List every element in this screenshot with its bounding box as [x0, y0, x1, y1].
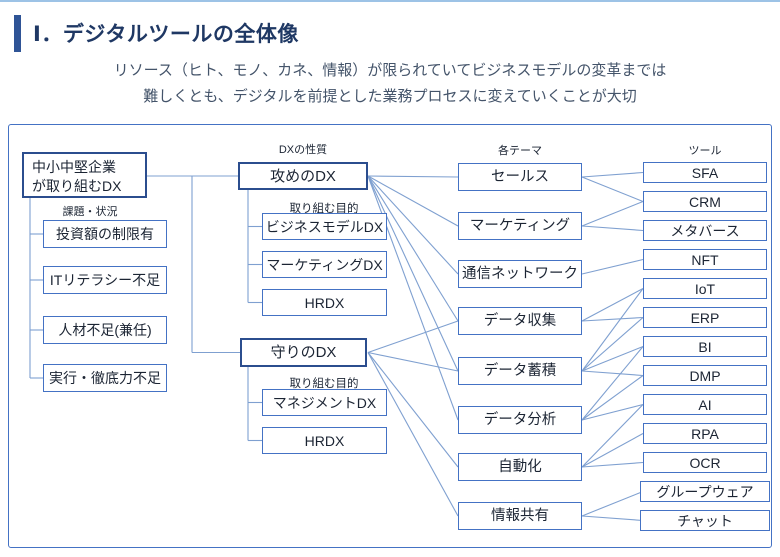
- node-tool-bi: BI: [643, 336, 767, 357]
- node-tool-nft: NFT: [643, 249, 767, 270]
- node-challenge-hr-shortage: 人材不足(兼任): [43, 316, 167, 344]
- node-tool-crm: CRM: [643, 191, 767, 212]
- node-tool-sfa: SFA: [643, 162, 767, 183]
- challenges-column-label: 課題・状況: [62, 206, 118, 218]
- node-theme-data-collection: データ収集: [458, 307, 582, 335]
- node-challenge-it-literacy: ITリテラシー不足: [43, 266, 167, 294]
- node-theme-sales: セールス: [458, 163, 582, 191]
- node-challenge-execution: 実行・徹底力不足: [43, 364, 167, 392]
- node-tool-ai: AI: [643, 394, 767, 415]
- dx-nature-column-label: DXの性質: [278, 144, 328, 156]
- node-tool-erp: ERP: [643, 307, 767, 328]
- node-tool-rpa: RPA: [643, 423, 767, 444]
- node-tool-ocr: OCR: [643, 452, 767, 473]
- node-tool-groupware: グループウェア: [640, 481, 770, 502]
- node-theme-network: 通信ネットワーク: [458, 260, 582, 288]
- node-sme-dx-line1: 中小中堅企業: [32, 159, 116, 175]
- defense-purpose-label: 取り組む目的: [289, 378, 359, 390]
- node-purpose-hrdx-offense: HRDX: [262, 289, 387, 316]
- node-defense-dx: 守りのDX: [240, 338, 367, 367]
- page-title: Ⅰ．デジタルツールの全体像: [33, 23, 299, 46]
- node-offense-dx: 攻めのDX: [238, 162, 368, 190]
- node-sme-dx-line2: が取り組むDX: [32, 178, 122, 194]
- node-tool-iot: IoT: [643, 278, 767, 299]
- node-tool-chat: チャット: [640, 510, 770, 531]
- node-theme-info-sharing: 情報共有: [458, 502, 582, 530]
- themes-column-label: 各テーマ: [498, 145, 542, 157]
- node-purpose-hrdx-defense: HRDX: [262, 427, 387, 454]
- node-theme-data-analysis: データ分析: [458, 406, 582, 434]
- node-challenge-investment-limit: 投資額の制限有: [43, 220, 167, 248]
- node-purpose-business-model-dx: ビジネスモデルDX: [262, 213, 387, 240]
- node-tool-metaverse: メタバース: [643, 220, 767, 241]
- node-theme-data-storage: データ蓄積: [458, 357, 582, 385]
- node-purpose-marketing-dx: マーケティングDX: [262, 251, 387, 278]
- node-purpose-management-dx: マネジメントDX: [262, 389, 387, 416]
- subtitle-line-1: リソース（ヒト、モノ、カネ、情報）が限られていてビジネスモデルの変革までは: [113, 62, 667, 79]
- node-tool-dmp: DMP: [643, 365, 767, 386]
- tools-column-label: ツール: [688, 145, 722, 157]
- node-theme-marketing: マーケティング: [458, 212, 582, 240]
- top-divider: [0, 0, 780, 2]
- subtitle-line-2: 難しくとも、デジタルを前提とした業務プロセスに変えていくことが大切: [143, 88, 637, 105]
- offense-purpose-label: 取り組む目的: [289, 203, 359, 215]
- node-theme-automation: 自動化: [458, 453, 582, 481]
- node-sme-dx: 中小中堅企業 が取り組むDX: [22, 152, 147, 198]
- title-accent-bar: [14, 15, 21, 52]
